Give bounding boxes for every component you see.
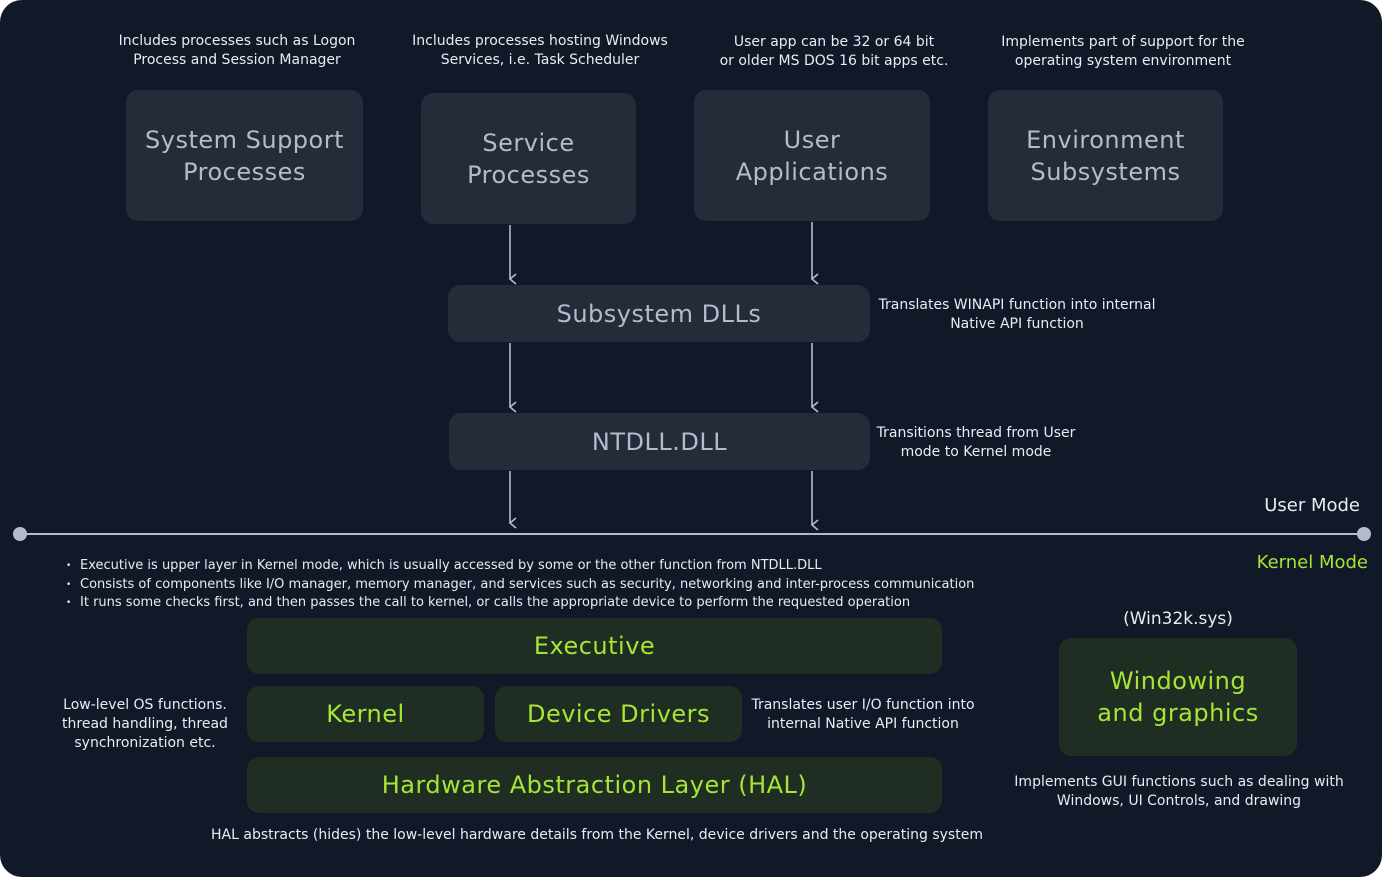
note-win32k: (Win32k.sys) — [1098, 608, 1258, 630]
ntdll-box: NTDLL.DLL — [449, 413, 870, 470]
note-kernel: Low-level OS functions. thread handling,… — [50, 696, 240, 753]
note-line: Implements part of support for the — [1001, 34, 1245, 50]
note-windowing: Implements GUI functions such as dealing… — [1004, 773, 1354, 811]
box-label: NTDLL.DLL — [591, 427, 728, 456]
box-label-line: Subsystems — [1030, 157, 1181, 186]
subsystem-dlls-box: Subsystem DLLs — [448, 285, 870, 342]
note-line: User app can be 32 or 64 bit — [733, 34, 935, 50]
box-label-line: Service — [482, 128, 575, 157]
mode-divider-right-dot — [1357, 527, 1371, 541]
note-subsystem-dlls: Translates WINAPI function into internal… — [872, 296, 1162, 334]
kernel-mode-label: Kernel Mode — [1256, 552, 1368, 573]
user-mode-label: User Mode — [1264, 495, 1360, 516]
note-line: HAL abstracts (hides) the low-level hard… — [211, 827, 983, 843]
executive-bullet-list: Executive is upper layer in Kernel mode,… — [66, 557, 974, 613]
note-line: Transitions thread from User — [876, 425, 1076, 441]
box-label-line: Applications — [735, 157, 889, 186]
list-item: Consists of components like I/O manager,… — [66, 576, 974, 595]
box-label-line: Processes — [183, 157, 306, 186]
note-line: Implements GUI functions such as dealing… — [1014, 774, 1344, 790]
note-environment: Implements part of support for the opera… — [988, 33, 1258, 71]
note-system-support: Includes processes such as Logon Process… — [107, 32, 367, 70]
note-line: Translates user I/O function into — [751, 697, 975, 713]
note-line: (Win32k.sys) — [1123, 609, 1233, 629]
box-label-line: Processes — [467, 160, 590, 189]
service-processes-box: Service Processes — [421, 93, 636, 224]
kernel-box: Kernel — [247, 686, 484, 742]
note-line: synchronization etc. — [74, 735, 216, 751]
note-ntdll: Transitions thread from User mode to Ker… — [866, 424, 1086, 462]
list-item: Executive is upper layer in Kernel mode,… — [66, 557, 974, 576]
box-label-line: System Support — [145, 125, 344, 154]
device-drivers-box: Device Drivers — [495, 686, 742, 742]
note-line: Windows, UI Controls, and drawing — [1056, 793, 1302, 809]
note-line: Native API function — [950, 316, 1084, 332]
box-label-line: User — [783, 125, 841, 154]
note-line: Process and Session Manager — [133, 52, 341, 68]
note-line: Translates WINAPI function into internal — [878, 297, 1156, 313]
note-line: or older MS DOS 16 bit apps etc. — [719, 53, 949, 69]
note-line: mode to Kernel mode — [900, 444, 1052, 460]
box-label-line: Environment — [1026, 125, 1185, 154]
box-label-line: Windowing — [1109, 667, 1247, 695]
note-line: internal Native API function — [767, 716, 959, 732]
box-label: Hardware Abstraction Layer (HAL) — [381, 771, 808, 799]
mode-divider-left-dot — [13, 527, 27, 541]
environment-subsystems-box: Environment Subsystems — [988, 90, 1223, 221]
note-user-apps: User app can be 32 or 64 bit or older MS… — [704, 33, 964, 71]
box-label: Kernel — [326, 700, 405, 728]
note-line: thread handling, thread — [62, 716, 228, 732]
box-label: Executive — [533, 632, 656, 660]
windowing-graphics-box: Windowing and graphics — [1059, 638, 1297, 756]
user-applications-box: User Applications — [694, 90, 930, 221]
note-hal: HAL abstracts (hides) the low-level hard… — [197, 826, 997, 845]
note-line: Includes processes hosting Windows — [412, 33, 668, 49]
system-support-processes-box: System Support Processes — [126, 90, 363, 221]
note-line: Services, i.e. Task Scheduler — [440, 52, 640, 68]
box-label-line: and graphics — [1097, 699, 1259, 727]
note-device-drivers: Translates user I/O function into intern… — [742, 696, 984, 734]
box-label: Device Drivers — [526, 700, 711, 728]
executive-box: Executive — [247, 618, 942, 674]
list-item: It runs some checks first, and then pass… — [66, 594, 974, 613]
hal-box: Hardware Abstraction Layer (HAL) — [247, 757, 942, 813]
box-label: Subsystem DLLs — [556, 299, 762, 328]
note-line: Includes processes such as Logon — [118, 33, 356, 49]
note-service: Includes processes hosting Windows Servi… — [400, 32, 680, 70]
note-line: Low-level OS functions. — [63, 697, 227, 713]
note-line: operating system environment — [1014, 53, 1232, 69]
